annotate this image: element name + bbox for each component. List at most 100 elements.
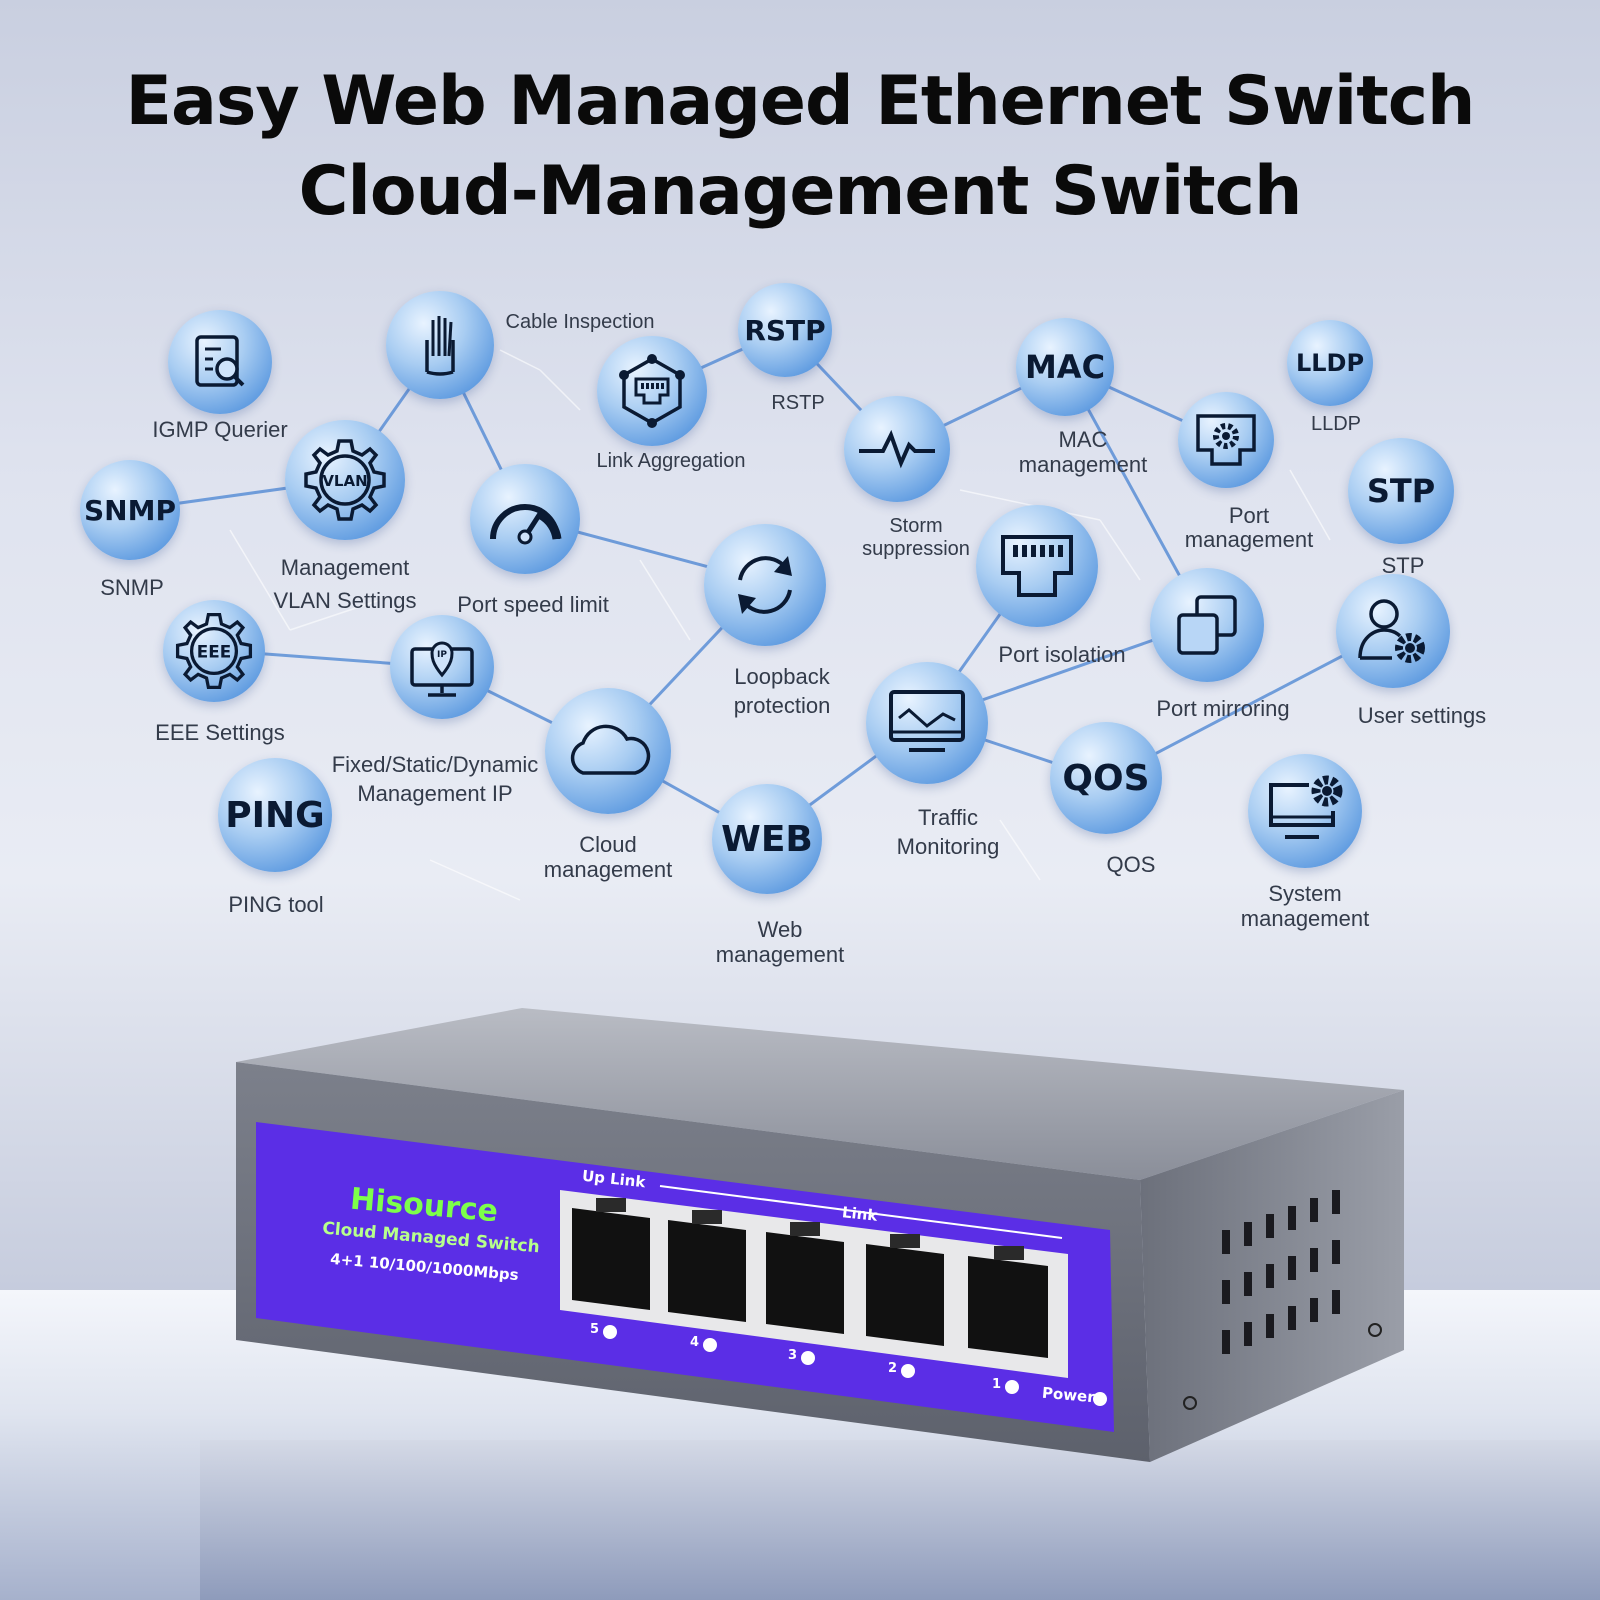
system-management-node <box>1248 754 1362 868</box>
port-2-number: 2 <box>888 1361 898 1376</box>
web-icon: WEB <box>721 818 813 860</box>
stp-icon: STP <box>1366 472 1436 510</box>
web-management-node: WEB <box>712 784 822 894</box>
cloud-management-label-line1: Cloud <box>579 832 637 857</box>
cloud-management-label-line2: management <box>543 857 673 882</box>
port-4 <box>668 1220 746 1322</box>
port-5-number: 5 <box>590 1322 600 1337</box>
monitor-chart-icon <box>889 690 965 752</box>
pulse-wave-icon <box>859 429 935 469</box>
ping-tool-label: PING tool <box>228 892 324 917</box>
lldp-label: LLDP <box>1310 413 1362 435</box>
web-management-label-line1: Web <box>757 917 803 942</box>
mac-management-label-line2: management <box>1018 452 1148 477</box>
qos-node: QOS <box>1050 722 1162 834</box>
ping-tool-node: PING <box>218 758 332 872</box>
snmp-node: SNMP <box>80 460 180 560</box>
ping-icon: PING <box>225 794 325 836</box>
port-1-number: 1 <box>992 1377 1002 1392</box>
table-front-edge <box>200 1440 1600 1600</box>
lldp-node: LLDP <box>1287 320 1373 406</box>
loopback-protection-node <box>704 524 826 646</box>
eee-settings-label: EEE Settings <box>155 720 285 745</box>
loopback-protection-label-line1: Loopback <box>734 664 830 689</box>
port-speed-limit-node <box>470 464 580 574</box>
management-ip-node: IP <box>390 615 494 719</box>
link-aggregation-node <box>597 336 707 446</box>
link-aggregation-label: Link Aggregation <box>596 450 746 472</box>
cloud-icon <box>570 724 651 775</box>
vlan-gear-icon: VLAN <box>304 439 386 521</box>
ip-badge: IP <box>437 650 447 660</box>
port-mirroring-label: Port mirroring <box>1156 696 1290 721</box>
port-1 <box>968 1256 1048 1358</box>
vlan-settings-node: VLAN <box>285 420 405 540</box>
headline-line-2: Cloud-Management Switch <box>298 152 1303 231</box>
igmp-querier-label: IGMP Querier <box>152 417 288 442</box>
stp-node: STP <box>1348 438 1454 544</box>
eee-badge: EEE <box>197 642 231 662</box>
port-mirroring-node <box>1150 568 1264 682</box>
loopback-protection-label-line2: protection <box>733 693 831 718</box>
eee-settings-node: EEE <box>163 600 265 702</box>
port-management-label-line1: Port <box>1228 503 1270 528</box>
system-management-label-line2: management <box>1240 906 1370 931</box>
snmp-icon: SNMP <box>84 493 176 527</box>
mac-management-node: MAC <box>1016 318 1114 416</box>
igmp-querier-node <box>168 310 272 414</box>
speedometer-icon <box>490 504 562 545</box>
traffic-monitoring-label-line1: Traffic <box>918 805 978 830</box>
port-3 <box>766 1232 844 1334</box>
mac-management-label-line1: MAC <box>1058 427 1108 452</box>
vlan-settings-label-line2: VLAN Settings <box>273 588 417 613</box>
refresh-arrows-icon <box>738 556 792 614</box>
system-management-label-line1: System <box>1268 881 1342 906</box>
port-4-number: 4 <box>690 1335 700 1350</box>
web-management-label-line2: management <box>715 942 845 967</box>
storm-suppression-label-line2: suppression <box>862 538 970 560</box>
rstp-label: RSTP <box>771 392 825 414</box>
cable-inspection-label: Cable Inspection <box>505 311 655 333</box>
eee-gear-icon: EEE <box>175 612 253 690</box>
storm-suppression-node <box>844 396 950 502</box>
cable-inspection-node <box>386 291 494 399</box>
user-settings-label: User settings <box>1357 703 1487 728</box>
port-management-label-line2: management <box>1184 527 1314 552</box>
network-port-hexagon-icon <box>619 354 685 428</box>
rstp-node: RSTP <box>738 283 832 377</box>
cable-icon <box>425 316 455 376</box>
vlan-badge: VLAN <box>322 472 367 490</box>
ethernet-port-icon <box>1001 535 1073 597</box>
user-settings-node <box>1336 574 1450 688</box>
rstp-icon: RSTP <box>744 313 826 347</box>
port-5 <box>572 1208 650 1310</box>
management-ip-label-line2: Management IP <box>357 781 513 806</box>
snmp-label: SNMP <box>100 575 164 600</box>
copy-squares-icon <box>1177 595 1237 655</box>
port-2 <box>866 1244 944 1346</box>
traffic-monitoring-label-line2: Monitoring <box>896 834 1000 859</box>
port-management-node <box>1178 392 1274 488</box>
cloud-management-node <box>545 688 671 814</box>
headline-line-1: Easy Web Managed Ethernet Switch <box>125 62 1476 141</box>
traffic-monitoring-node <box>866 662 988 784</box>
port-speed-limit-label: Port speed limit <box>457 592 609 617</box>
qos-icon: QOS <box>1062 757 1150 799</box>
monitor-gear-icon <box>1269 775 1343 839</box>
stp-label: STP <box>1381 553 1425 578</box>
qos-label: QOS <box>1106 852 1156 877</box>
port-isolation-node <box>976 505 1098 627</box>
link-label: Link <box>841 1203 879 1225</box>
lldp-icon: LLDP <box>1295 349 1365 377</box>
mac-icon: MAC <box>1024 348 1106 386</box>
port-isolation-label: Port isolation <box>998 642 1126 667</box>
port-3-number: 3 <box>788 1348 798 1363</box>
management-ip-label-line1: Fixed/Static/Dynamic <box>331 752 539 777</box>
vlan-settings-label-line1: Management <box>280 555 410 580</box>
user-gear-icon <box>1358 599 1425 663</box>
storm-suppression-label-line1: Storm <box>889 515 943 537</box>
monitor-ip-pin-icon: IP <box>410 641 474 697</box>
document-search-icon <box>195 335 245 387</box>
port-gear-icon <box>1196 414 1256 466</box>
